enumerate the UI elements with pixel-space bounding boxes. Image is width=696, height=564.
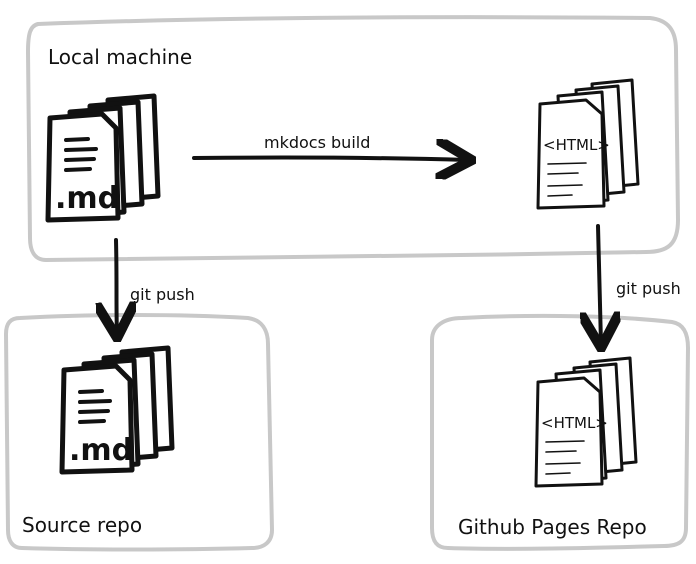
build-arrow bbox=[192, 158, 468, 160]
github-pages-repo-box bbox=[430, 313, 690, 551]
push-source-arrow bbox=[116, 238, 117, 334]
markdown-file-label: .md bbox=[69, 433, 133, 468]
push-pages-arrow bbox=[598, 224, 601, 344]
markdown-files-source-icon: .md bbox=[59, 345, 175, 475]
source-repo-title: Source repo bbox=[22, 513, 142, 537]
source-repo-box bbox=[4, 313, 274, 552]
push-source-arrow-label: git push bbox=[130, 285, 195, 304]
github-pages-repo-title: Github Pages Repo bbox=[458, 515, 647, 539]
html-files-pages-icon: <HTML> bbox=[534, 356, 638, 488]
html-files-local-icon: <HTML> bbox=[536, 78, 640, 210]
push-pages-arrow-label: git push bbox=[616, 279, 681, 298]
build-arrow-label: mkdocs build bbox=[264, 133, 370, 152]
markdown-file-label: .md bbox=[55, 181, 119, 216]
local-machine-title: Local machine bbox=[48, 45, 192, 69]
local-machine-box bbox=[26, 15, 680, 262]
html-file-label: <HTML> bbox=[541, 414, 608, 432]
markdown-files-local-icon: .md bbox=[45, 93, 161, 223]
html-file-label: <HTML> bbox=[543, 136, 610, 154]
